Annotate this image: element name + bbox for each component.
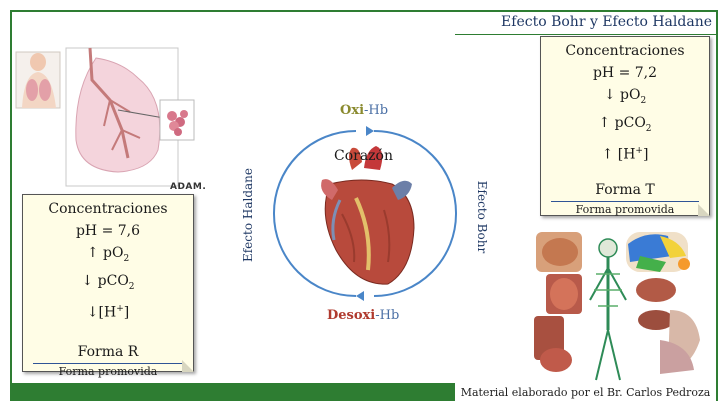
alveolus-4 (180, 110, 188, 118)
oxi-hb-label: Oxi-Hb (340, 103, 388, 118)
heart-illustration (321, 146, 415, 285)
right-note-promoted: Forma promovida (575, 203, 675, 217)
footer-credit: Material elaborado por el Br. Carlos Ped… (455, 383, 716, 401)
left-note-form: Forma R (77, 344, 139, 361)
desoxi-suffix: -Hb (375, 308, 400, 323)
right-note-ph: pH = 7,2 (592, 65, 658, 81)
right-note-pco2: ↑ pCO2 (598, 114, 652, 134)
frame-left-border (10, 10, 12, 400)
heart-label: Corazón (334, 148, 394, 164)
torso-head (30, 53, 46, 71)
title-underline (455, 34, 716, 35)
frame-top-border (10, 10, 718, 12)
left-note-po2: ↑ pO2 (86, 245, 130, 264)
right-concentrations-note: Concentraciones pH = 7,2 ↓ pO2 ↑ pCO2 ↑ … (540, 36, 710, 216)
oxi-suffix: -Hb (364, 103, 389, 118)
zoom-leader (117, 109, 165, 119)
haldane-arrowhead (356, 291, 364, 301)
bronchioles (103, 99, 141, 151)
left-note-heading: Concentraciones (48, 201, 168, 217)
left-note-promoted: Forma promovida (58, 365, 158, 379)
left-note-fold (182, 360, 194, 372)
frame-right-border (716, 10, 718, 400)
desoxi-hb-label: Desoxi-Hb (327, 308, 399, 323)
right-note-h: ↑ [H+] (601, 145, 649, 163)
left-note-rule (33, 363, 183, 365)
alveolus-1 (167, 111, 177, 121)
desoxi-prefix: Desoxi (327, 308, 376, 323)
right-note-heading: Concentraciones (565, 43, 685, 59)
left-note-h: ↓[H+] (86, 303, 130, 321)
torso-lung-right (39, 79, 51, 101)
right-note-po2: ↓ pO2 (603, 87, 647, 106)
bohr-arrowhead (366, 126, 374, 136)
left-note-pco2: ↓ pCO2 (81, 272, 135, 292)
right-note-form: Forma T (595, 182, 655, 199)
oxi-prefix: Oxi (340, 103, 365, 118)
left-note-ph: pH = 7,6 (75, 223, 141, 239)
right-note-fold (698, 204, 710, 216)
adam-credit-logo: ADAM. (170, 182, 207, 192)
bohr-arc (373, 130, 458, 297)
torso-lung-left (26, 79, 38, 101)
bohr-effect-label: Efecto Bohr (475, 180, 489, 254)
haldane-effect-label: Efecto Haldane (241, 168, 255, 263)
right-note-rule (551, 201, 699, 203)
haldane-arc (272, 130, 357, 297)
anatomy-collage (534, 232, 700, 381)
slide-title: Efecto Bohr y Efecto Haldane (501, 14, 712, 30)
left-concentrations-note: Concentraciones pH = 7,6 ↑ pO2 ↓ pCO2 ↓[… (22, 194, 194, 378)
alveolus-5 (174, 128, 182, 136)
